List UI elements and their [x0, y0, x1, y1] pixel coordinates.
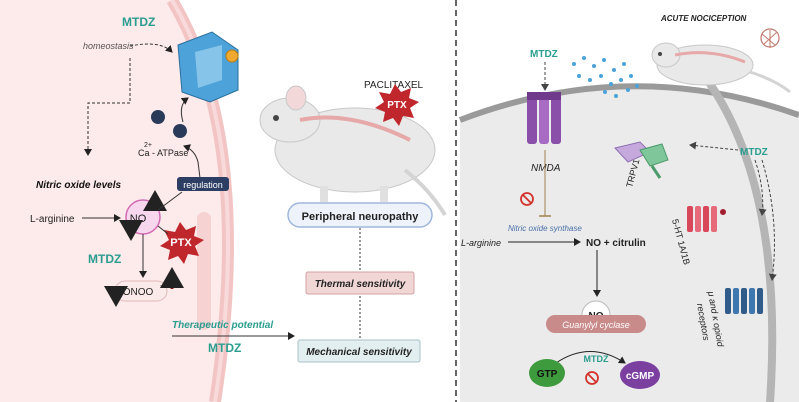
- mouse-icon-right: [651, 42, 791, 94]
- cgmp-node: [620, 361, 660, 389]
- mtdz-to-no-arrow: [84, 58, 131, 156]
- cgmp-label: cGMP: [626, 371, 655, 382]
- nmda-channel-icon: [527, 92, 561, 144]
- ca-atpase-label: Ca - ATPase: [138, 148, 188, 158]
- neuron-icon: [760, 28, 780, 48]
- nitric-oxide-synthase-label: Nitric oxide synthase: [508, 224, 582, 233]
- inhibition-icon-top: [520, 192, 534, 206]
- regulation-label: regulation: [183, 180, 223, 190]
- mtdz-label-mid: MTDZ: [88, 252, 121, 266]
- ca-atpase-pump-icon: [177, 31, 239, 103]
- acute-nociception-label: ACUTE NOCICEPTION: [660, 14, 747, 23]
- calcium-ion-icon: [151, 110, 187, 138]
- guanylyl-cyclase-box: [546, 315, 646, 333]
- ptx-label-center: PTX: [387, 100, 407, 111]
- ptx-to-no-line: [157, 225, 169, 235]
- trpv1-receptor-icon: [614, 141, 669, 179]
- ptx-star-icon-left: [160, 222, 204, 264]
- regulation-box: [177, 177, 229, 191]
- thermal-sensitivity-box: [305, 271, 415, 295]
- right-panel: [458, 67, 799, 402]
- opioid-receptor-icon: [725, 288, 763, 314]
- ptx-star-icon-center: [375, 84, 419, 126]
- mtdz-label-bottom: MTDZ: [208, 341, 241, 355]
- regulation-arrow: [183, 144, 201, 179]
- ptx-label-left: PTX: [170, 237, 192, 249]
- center-panel: [240, 0, 455, 402]
- l-arginine-label: L-arginine: [30, 214, 75, 225]
- mechanical-sensitivity-box: [297, 339, 421, 363]
- guanylyl-cyclase-label: Guanylyl cyclase: [562, 320, 630, 330]
- paclitaxel-label: PACLITAXEL: [364, 80, 424, 91]
- no-label: NO: [130, 213, 147, 225]
- nmda-label: NMDA: [531, 163, 561, 174]
- inhibition-icon-bottom: [585, 371, 599, 385]
- nitric-oxide-levels-label: Nitric oxide levels: [36, 180, 121, 191]
- ca-to-pump-arrow: [180, 97, 189, 123]
- mtdz-particles: [572, 56, 639, 98]
- peripheral-neuropathy-label: Peripheral neuropathy: [302, 211, 420, 223]
- gtp-to-cgmp-arrow: [555, 351, 626, 364]
- peripheral-neuropathy-box: [287, 202, 433, 228]
- mtdz-to-trpv1-arrow: [689, 141, 739, 151]
- mechanical-sensitivity-label: Mechanical sensitivity: [306, 347, 412, 358]
- mtdz-to-opioid-arrow: [761, 159, 777, 281]
- ca-atpase-superscript: 2+: [144, 142, 152, 149]
- thermal-sensitivity-label: Thermal sensitivity: [315, 279, 406, 290]
- homeostasis-arrow: [129, 43, 173, 53]
- no-to-regulation-arrow: [157, 191, 183, 211]
- mtdz-label-top: MTDZ: [122, 15, 155, 29]
- mtdz-label-right-bottom: MTDZ: [584, 354, 609, 364]
- ht-receptor-icon: [687, 206, 726, 232]
- mtdz-to-ht-arrow: [754, 159, 767, 216]
- gtp-node: [529, 359, 565, 387]
- onoo-label: ONOO: [123, 287, 154, 298]
- mouse-icon-center: [259, 85, 447, 217]
- mtdz-label-right-top: MTDZ: [530, 49, 558, 60]
- mtdz-label-right-side: MTDZ: [740, 147, 768, 158]
- therapeutic-potential-label: Therapeutic potential: [172, 320, 273, 331]
- gtp-label: GTP: [537, 369, 558, 380]
- l-arginine-label-right: L-arginine: [461, 238, 501, 248]
- no-citrulin-label: NO + citrulin: [586, 238, 646, 249]
- homeostasis-label: homeostasis: [83, 41, 134, 51]
